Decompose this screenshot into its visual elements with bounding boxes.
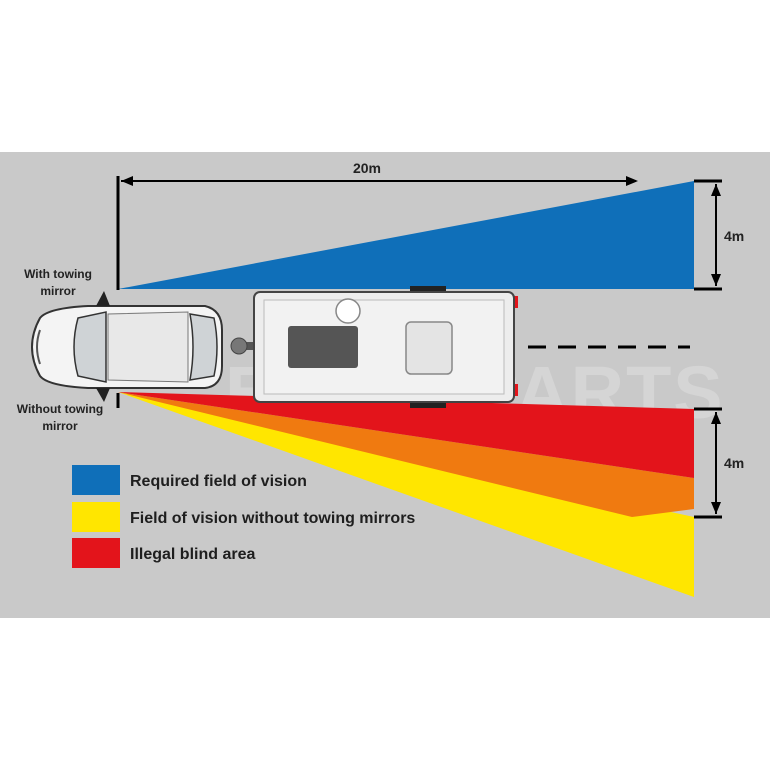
legend-swatch-yellow	[72, 502, 120, 532]
with-mirror-label-line2: mirror	[40, 284, 76, 298]
bottom-width-arrow-down	[711, 502, 721, 514]
legend-swatch-blue	[72, 465, 120, 495]
legend-label-without-mirrors: Field of vision without towing mirrors	[130, 510, 415, 527]
car-icon	[31, 291, 260, 402]
without-mirror-label-line1: Without towing	[17, 402, 104, 416]
bottom-width-label: 4m	[724, 455, 744, 471]
top-width-label: 4m	[724, 228, 744, 244]
with-mirror-label-line1: With towing	[24, 267, 92, 281]
legend-label-illegal: Illegal blind area	[130, 546, 255, 563]
no-mirror-vision-zone	[118, 392, 694, 597]
legend-label-required: Required field of vision	[130, 473, 307, 490]
required-vision-zone	[118, 181, 694, 289]
length-label: 20m	[353, 160, 381, 176]
length-arrow-left	[121, 176, 133, 186]
legend-swatch-red	[72, 538, 120, 568]
legend: Required field of vision Field of vision…	[72, 465, 415, 568]
without-mirror-label-line2: mirror	[42, 419, 78, 433]
illegal-blind-zone	[118, 392, 694, 478]
top-width-arrow-up	[711, 184, 721, 196]
partial-blind-zone	[118, 392, 694, 517]
top-width-arrow-down	[711, 274, 721, 286]
caravan-icon	[253, 286, 518, 408]
bottom-width-arrow-up	[711, 412, 721, 424]
length-arrow-right	[626, 176, 638, 186]
